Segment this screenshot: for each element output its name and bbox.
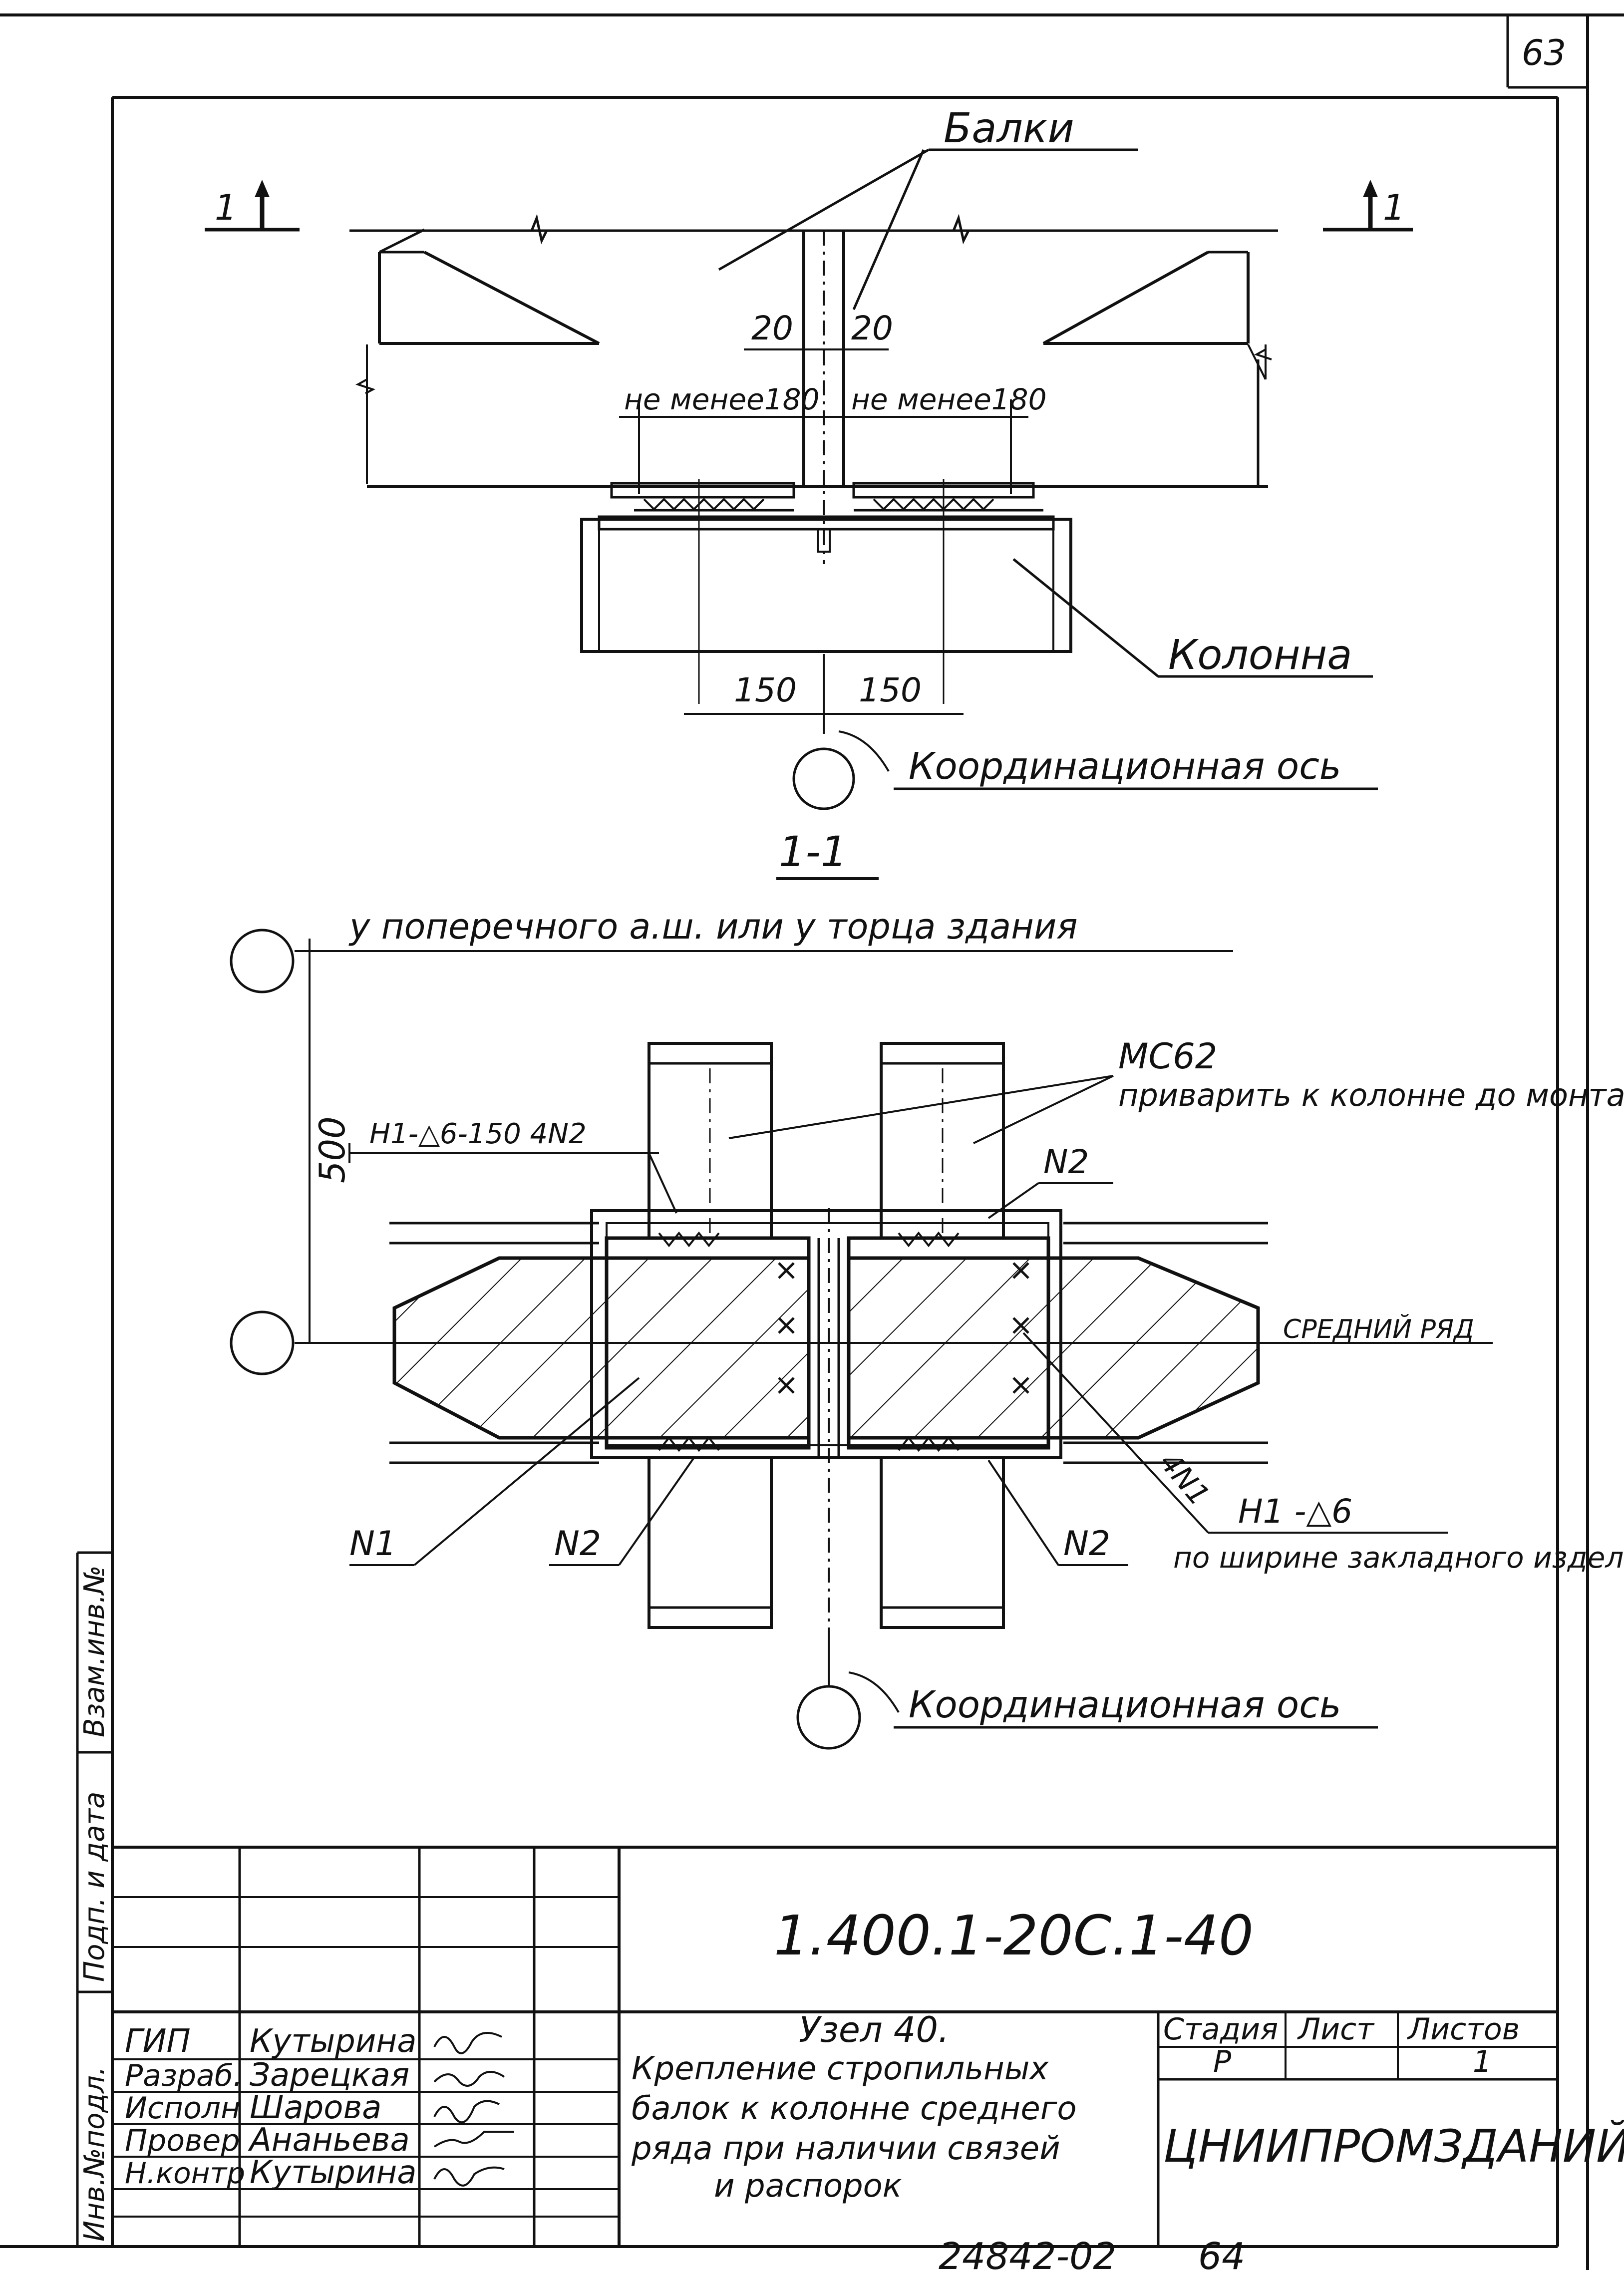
axis-label-bottom: Координационная ось xyxy=(909,1683,1341,1726)
gap-right-dim: 20 xyxy=(851,309,893,347)
middle-row-label: СРЕДНИЙ РЯД xyxy=(1283,1314,1474,1344)
role-3: Провер xyxy=(125,2123,240,2158)
page-number: 63 xyxy=(1522,32,1566,73)
signatures xyxy=(433,2032,514,2187)
min-180-left: не менее180 xyxy=(624,382,819,416)
axis-label-top: Координационная ось xyxy=(909,745,1341,788)
section-mark-right: 1 xyxy=(1383,187,1405,228)
weld-symbol-right: Н1 -△6 xyxy=(1238,1492,1352,1531)
description-line-3: ряда при наличии связей xyxy=(631,2130,1060,2167)
gap-left-dim: 20 xyxy=(751,309,793,347)
axis-circle-left-mid xyxy=(230,1310,295,1375)
section-title: 1-1 xyxy=(779,827,847,876)
n1-label: N1 xyxy=(349,1524,396,1564)
description-line-0: Узел 40. xyxy=(799,2009,949,2050)
name-3: Ананьева xyxy=(248,2122,410,2159)
mc62-label: МС62 xyxy=(1118,1036,1217,1077)
section-mark-left: 1 xyxy=(215,187,237,228)
axis-circle-left-top xyxy=(230,929,295,993)
title-block: 1.400.1-20С.1-40 ГИП Разраб. Исполн Пров… xyxy=(112,1846,1624,2247)
n2-top-label: N2 xyxy=(1043,1143,1089,1181)
footer-number: 24842-02 xyxy=(939,2235,1116,2270)
name-0: Кутырина xyxy=(250,2023,416,2060)
dim-150-left: 150 xyxy=(734,671,797,709)
name-2: Шарова xyxy=(250,2089,381,2126)
width-note: по ширине закладного изделия xyxy=(1173,1541,1624,1575)
name-4: Кутырина xyxy=(250,2154,416,2191)
role-4: Н.контр xyxy=(125,2156,245,2190)
stage-header: Стадия xyxy=(1163,2012,1278,2047)
left-beam-hatch xyxy=(392,1256,811,1440)
section-arrow-right-icon xyxy=(1363,180,1378,197)
footer-page: 64 xyxy=(1198,2235,1245,2270)
sheet-frame xyxy=(0,13,1624,2270)
four-n1-label: 4N1 xyxy=(1153,1445,1216,1512)
sheets-header: Листов xyxy=(1407,2012,1520,2047)
weld-symbol-top: Н1-△6-150 4N2 xyxy=(369,1118,587,1150)
dim-150-right: 150 xyxy=(859,671,922,709)
n2-bottom-right-label: N2 xyxy=(1063,1524,1110,1564)
min-180-right: не менее180 xyxy=(851,382,1046,416)
right-beam-hatch xyxy=(847,1256,1260,1440)
axis-circle-bottom xyxy=(796,1685,861,1750)
organization: ЦНИИПРОМЗДАНИЙ xyxy=(1163,2119,1624,2173)
description-line-4: и распорок xyxy=(714,2168,902,2205)
vzam-inv-label: Взам.инв.№ xyxy=(78,1565,111,1737)
top-axis-note: у поперечного а.ш. или у торца здания xyxy=(348,906,1077,947)
sheet-header: Лист xyxy=(1297,2012,1375,2047)
drawing-code: 1.400.1-20С.1-40 xyxy=(774,1904,1254,1967)
description-line-1: Крепление стропильных xyxy=(632,2050,1049,2087)
podp-data-label: Подп. и дата xyxy=(78,1792,111,1982)
column-label: Колонна xyxy=(1168,632,1352,679)
side-stamp: Инв.№подл. Подп. и дата Взам.инв.№ xyxy=(76,1551,112,2247)
sheets-value: 1 xyxy=(1473,2044,1492,2079)
role-0: ГИП xyxy=(125,2023,191,2060)
role-2: Исполн xyxy=(125,2091,240,2126)
role-1: Разраб. xyxy=(125,2058,243,2093)
axis-circle-top xyxy=(792,747,855,810)
section-arrow-left-icon xyxy=(255,180,270,197)
description-line-2: балок к колонне среднего xyxy=(632,2090,1076,2127)
n2-bottom-left-label: N2 xyxy=(554,1524,601,1564)
stage-value: Р xyxy=(1213,2044,1232,2079)
beams-label: Балки xyxy=(944,105,1074,152)
dim-500: 500 xyxy=(312,1116,353,1183)
name-1: Зарецкая xyxy=(250,2057,409,2094)
plan-view: Балки 1 1 xyxy=(205,105,1413,810)
inv-podl-label: Инв.№подл. xyxy=(78,2066,111,2242)
section-view: 1-1 у поперечного а.ш. или у торца здани… xyxy=(230,827,1624,1750)
weld-note: приварить к колонне до монтажа балок xyxy=(1118,1077,1624,1113)
